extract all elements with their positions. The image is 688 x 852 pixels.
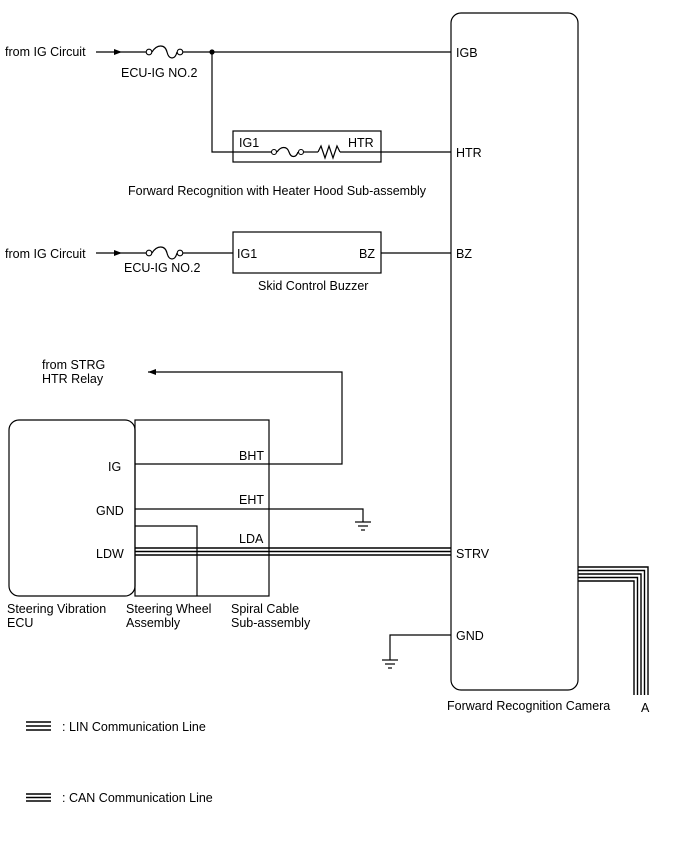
heater-pin-ig1: IG1: [239, 136, 259, 150]
strg-source-line2: HTR Relay: [42, 372, 104, 386]
heater-hood-label: Forward Recognition with Heater Hood Sub…: [128, 184, 427, 198]
ecu-label-line2: ECU: [7, 616, 33, 630]
camera-pin-htr: HTR: [456, 146, 482, 160]
spiral-cable-box: [134, 419, 270, 597]
camera-pin-bz: BZ: [456, 247, 472, 261]
connector-a-label: A: [641, 701, 650, 715]
fuse1-symbol: [145, 45, 184, 59]
ig-circuit-source-1: from IG Circuit: [5, 45, 86, 59]
wheel-label-line1: Steering Wheel: [126, 602, 211, 616]
spiral-label-line1: Spiral Cable: [231, 602, 299, 616]
camera-pin-igb: IGB: [456, 46, 478, 60]
heater-hood-box: [232, 130, 382, 163]
buzzer-label: Skid Control Buzzer: [258, 279, 368, 293]
ecu-pin-gnd: GND: [96, 504, 124, 518]
can-line-camera-a: [578, 566, 649, 695]
spiral-pin-bht: BHT: [239, 449, 264, 463]
buzzer-pin-ig1: IG1: [237, 247, 257, 261]
camera-label: Forward Recognition Camera: [447, 699, 610, 713]
wheel-label-line2: Assembly: [126, 616, 181, 630]
camera-pin-gnd: GND: [456, 629, 484, 643]
heater-feed-wire: [211, 52, 233, 153]
legend-can-swatch: [26, 793, 51, 802]
spiral-label-line2: Sub-assembly: [231, 616, 311, 630]
camera-gnd-wire: [389, 634, 451, 660]
fuse1-label: ECU-IG NO.2: [121, 66, 197, 80]
fuse2-symbol: [145, 246, 184, 260]
ecu-pin-ig: IG: [108, 460, 121, 474]
ground-icon-2: [382, 659, 398, 669]
ecu-pin-ldw: LDW: [96, 547, 124, 561]
legend-lin-label: : LIN Communication Line: [62, 720, 206, 734]
heater-pin-htr: HTR: [348, 136, 374, 150]
fuse2-label: ECU-IG NO.2: [124, 261, 200, 275]
strg-source-line1: from STRG: [42, 358, 105, 372]
ground-icon-1: [355, 521, 371, 531]
heater-resistor-icon: [317, 144, 341, 160]
lin-line-ldw-strv: [135, 547, 451, 556]
ecu-label-line1: Steering Vibration: [7, 602, 106, 616]
legend-can-label: : CAN Communication Line: [62, 791, 213, 805]
camera-box: [450, 12, 579, 691]
steering-wheel-internal-line: [135, 525, 198, 596]
legend-lin-swatch: [26, 721, 51, 731]
ig-circuit-source-2: from IG Circuit: [5, 247, 86, 261]
eht-ground-wire: [135, 508, 364, 522]
bht-wire: [135, 371, 343, 465]
heater-fuse-symbol: [270, 146, 305, 158]
camera-pin-strv: STRV: [456, 547, 490, 561]
spiral-pin-lda: LDA: [239, 532, 264, 546]
spiral-pin-eht: EHT: [239, 493, 264, 507]
buzzer-pin-bz: BZ: [359, 247, 375, 261]
